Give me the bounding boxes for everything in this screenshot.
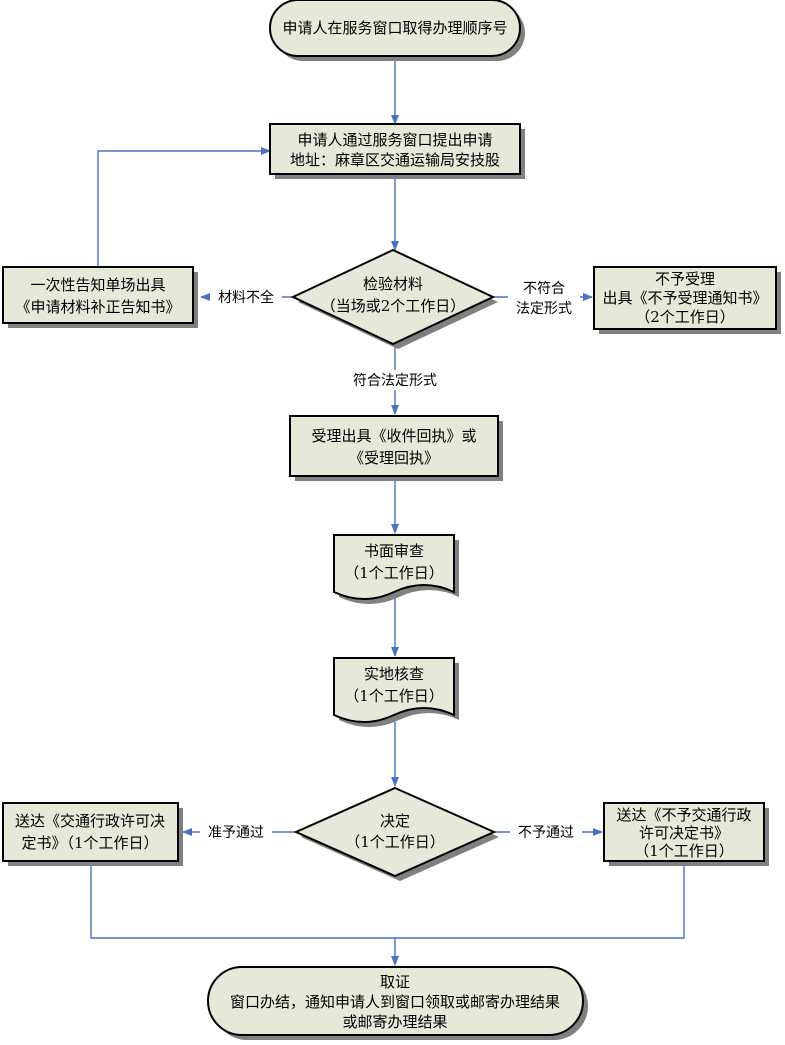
edge-label-nonconform-1: 不符合 xyxy=(523,281,565,297)
review-node-line-1: 书面审查 xyxy=(364,542,424,560)
edge-label-approve: 准予通过 xyxy=(208,825,264,841)
reject-node-line-2: 出具《不予受理通知书》 xyxy=(602,289,767,307)
edge-incomplete-submit xyxy=(97,147,271,267)
edge-label-incomplete: 材料不全 xyxy=(218,289,274,306)
end-node-line-1: 取证 xyxy=(380,973,410,991)
end-node: 取证 窗口办结，通知申请人到窗口领取或邮寄办理结果 或邮寄办理结果 xyxy=(207,966,588,1040)
accept-node: 受理出具《收件回执》或 《受理回执》 xyxy=(289,415,503,481)
submit-node: 申请人通过服务窗口提出申请 地址：麻章区交通运输局安技股 xyxy=(269,123,525,179)
incomplete-node-line-2: 《申请材料补正告知书》 xyxy=(15,298,180,316)
reject-node-line-3: （2个工作日） xyxy=(635,308,735,326)
edge-approve-end xyxy=(90,863,395,939)
check-node-line-1: 检验材料 xyxy=(363,275,423,293)
deny-doc-node-line-3: （1个工作日） xyxy=(634,842,734,860)
approve-doc-node: 送达《交通行政许可决 定书》（1个工作日） xyxy=(2,802,183,866)
deny-doc-node-line-2: 许可决定书》 xyxy=(639,824,729,842)
incomplete-node: 一次性告知单场出具 《申请材料补正告知书》 xyxy=(2,266,198,328)
start-node: 申请人在服务窗口取得办理顺序号 xyxy=(269,0,525,61)
edge-deny-end xyxy=(395,863,685,939)
inspect-node: 实地核查 （1个工作日） xyxy=(333,657,459,727)
deny-doc-node-line-1: 送达《不予交通行政 xyxy=(616,806,751,824)
reject-node-line-1: 不予受理 xyxy=(655,270,715,288)
end-node-line-3: 或邮寄办理结果 xyxy=(342,1013,447,1031)
accept-node-line-2: 《受理回执》 xyxy=(349,449,439,467)
check-node-line-2: （当场或2个工作日） xyxy=(321,297,466,315)
inspect-node-line-2: （1个工作日） xyxy=(344,687,444,705)
edge-label-nonconform-2: 法定形式 xyxy=(516,301,572,317)
approve-doc-node-line-2: 定书》（1个工作日） xyxy=(21,834,158,852)
accept-node-line-1: 受理出具《收件回执》或 xyxy=(311,427,476,445)
edge-labels: 材料不全 不符合 法定形式 符合法定形式 准予通过 不予通过 xyxy=(200,278,582,841)
inspect-node-line-1: 实地核查 xyxy=(364,665,424,683)
incomplete-node-line-1: 一次性告知单场出具 xyxy=(30,276,165,294)
review-node: 书面审查 （1个工作日） xyxy=(333,534,459,604)
check-node: 检验材料 （当场或2个工作日） xyxy=(290,248,498,349)
review-node-line-2: （1个工作日） xyxy=(344,564,444,582)
decide-node-line-1: 决定 xyxy=(380,812,410,830)
start-node-text: 申请人在服务窗口取得办理顺序号 xyxy=(282,19,507,37)
deny-doc-node: 送达《不予交通行政 许可决定书》 （1个工作日） xyxy=(603,802,769,866)
reject-node: 不予受理 出具《不予受理通知书》 （2个工作日） xyxy=(593,266,781,334)
approve-doc-node-line-1: 送达《交通行政许可决 xyxy=(15,812,165,830)
edge-label-deny: 不予通过 xyxy=(518,825,574,841)
submit-node-line-1: 申请人通过服务窗口提出申请 xyxy=(297,131,492,149)
decide-node-line-2: （1个工作日） xyxy=(345,833,445,851)
submit-node-line-2: 地址：麻章区交通运输局安技股 xyxy=(290,151,500,169)
decide-node: 决定 （1个工作日） xyxy=(293,786,499,881)
end-node-line-2: 窗口办结，通知申请人到窗口领取或邮寄办理结果 xyxy=(230,993,560,1011)
edge-label-conform: 符合法定形式 xyxy=(353,373,437,389)
